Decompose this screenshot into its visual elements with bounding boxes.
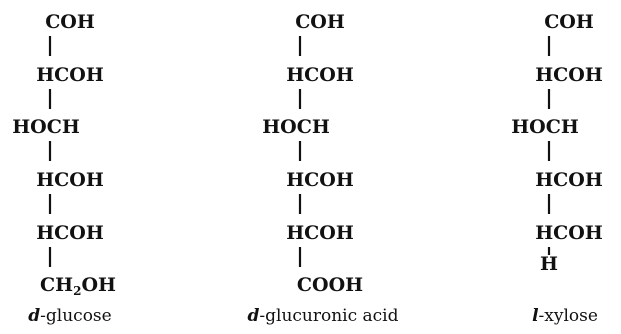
group-c6: H	[540, 253, 558, 275]
group-c6: COOH	[297, 274, 363, 296]
group-c1: COH	[544, 11, 594, 33]
group-c2: HCOH	[535, 64, 603, 86]
structure-glucose: COH HCOH HOCH HCOH HCOH CH2OH d-glucose	[12, 11, 116, 326]
group-c1: COH	[295, 11, 345, 33]
caption-glucuronic-acid: d-glucuronic acid	[247, 306, 398, 326]
group-c5: HCOH	[286, 222, 354, 244]
group-c2: HCOH	[36, 64, 104, 86]
caption-glucose: d-glucose	[28, 306, 111, 326]
group-c3: HOCH	[511, 116, 579, 138]
group-c4: HCOH	[286, 169, 354, 191]
structure-glucuronic-acid: COH HCOH HOCH HCOH HCOH COOH d-glucuroni…	[247, 11, 398, 326]
group-c4: HCOH	[535, 169, 603, 191]
caption-xylose: l-xylose	[532, 306, 598, 326]
group-c5: HCOH	[36, 222, 104, 244]
group-c4: HCOH	[36, 169, 104, 191]
group-c5: HCOH	[535, 222, 603, 244]
group-c1: COH	[45, 11, 95, 33]
group-c2: HCOH	[286, 64, 354, 86]
group-c3: HOCH	[262, 116, 330, 138]
group-c6: CH2OH	[40, 274, 116, 298]
group-c3: HOCH	[12, 116, 80, 138]
structure-xylose: COH HCOH HOCH HCOH HCOH H l-xylose	[511, 11, 603, 326]
